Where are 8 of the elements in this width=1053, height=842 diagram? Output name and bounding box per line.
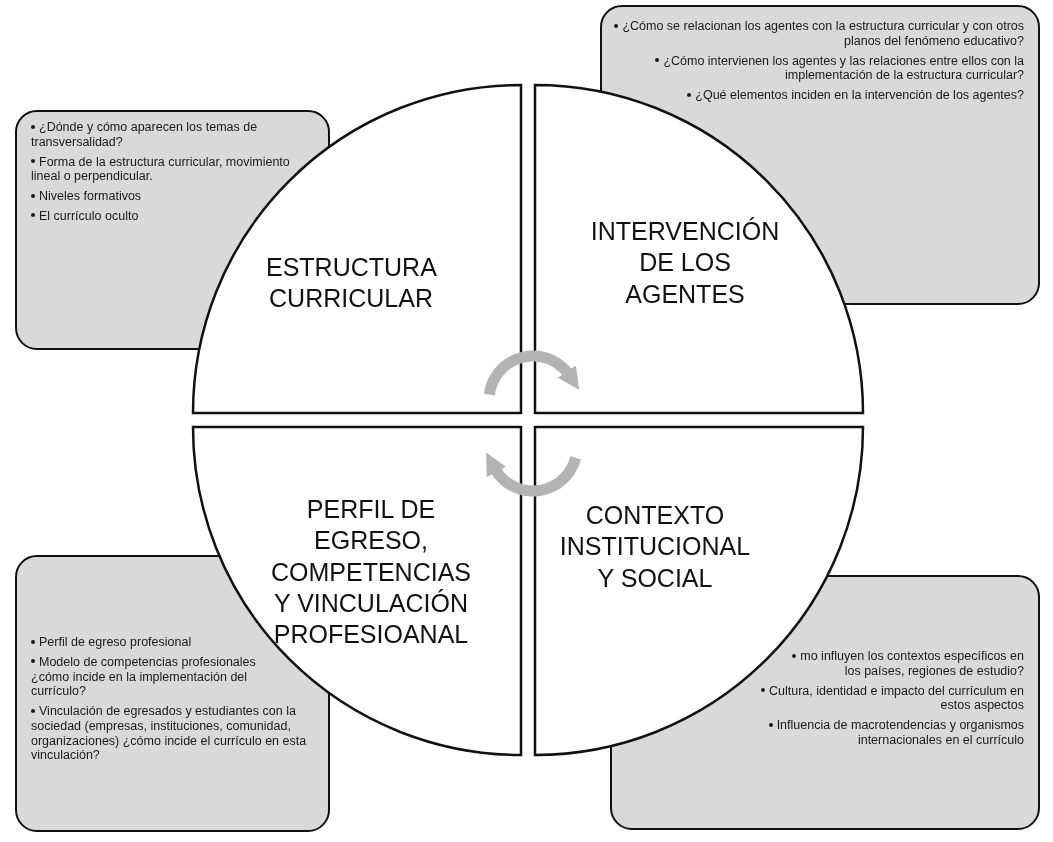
bullet-text: ¿Cómo se relacionan los agentes con la estructura curricular y con otros planos del fenómeno educativo?: [602, 19, 1024, 49]
cycle-arrow: [486, 452, 581, 497]
bullet-text: ¿Dónde y cómo aparecen los temas de transversalidad?: [31, 120, 259, 150]
quadrant-title: ESTRUCTURA CURRICULAR: [266, 251, 436, 314]
bullet-text: ¿Cómo intervienen los agentes y las relaciones entre ellos con la implementación de la estructura curricular?: [602, 53, 1024, 83]
bullet-text: Vinculación de egresados y estudiantes con la sociedad (empresas, instituciones, comunidad, organizaciones) ¿cómo incide el currículo en esta vinculación?: [31, 704, 308, 763]
quadrant-title: CONTEXTO INSTITUCIONAL Y SOCIAL: [558, 500, 752, 594]
quadrant-title: INTERVENCIÓN DE LOS AGENTES: [590, 216, 780, 310]
